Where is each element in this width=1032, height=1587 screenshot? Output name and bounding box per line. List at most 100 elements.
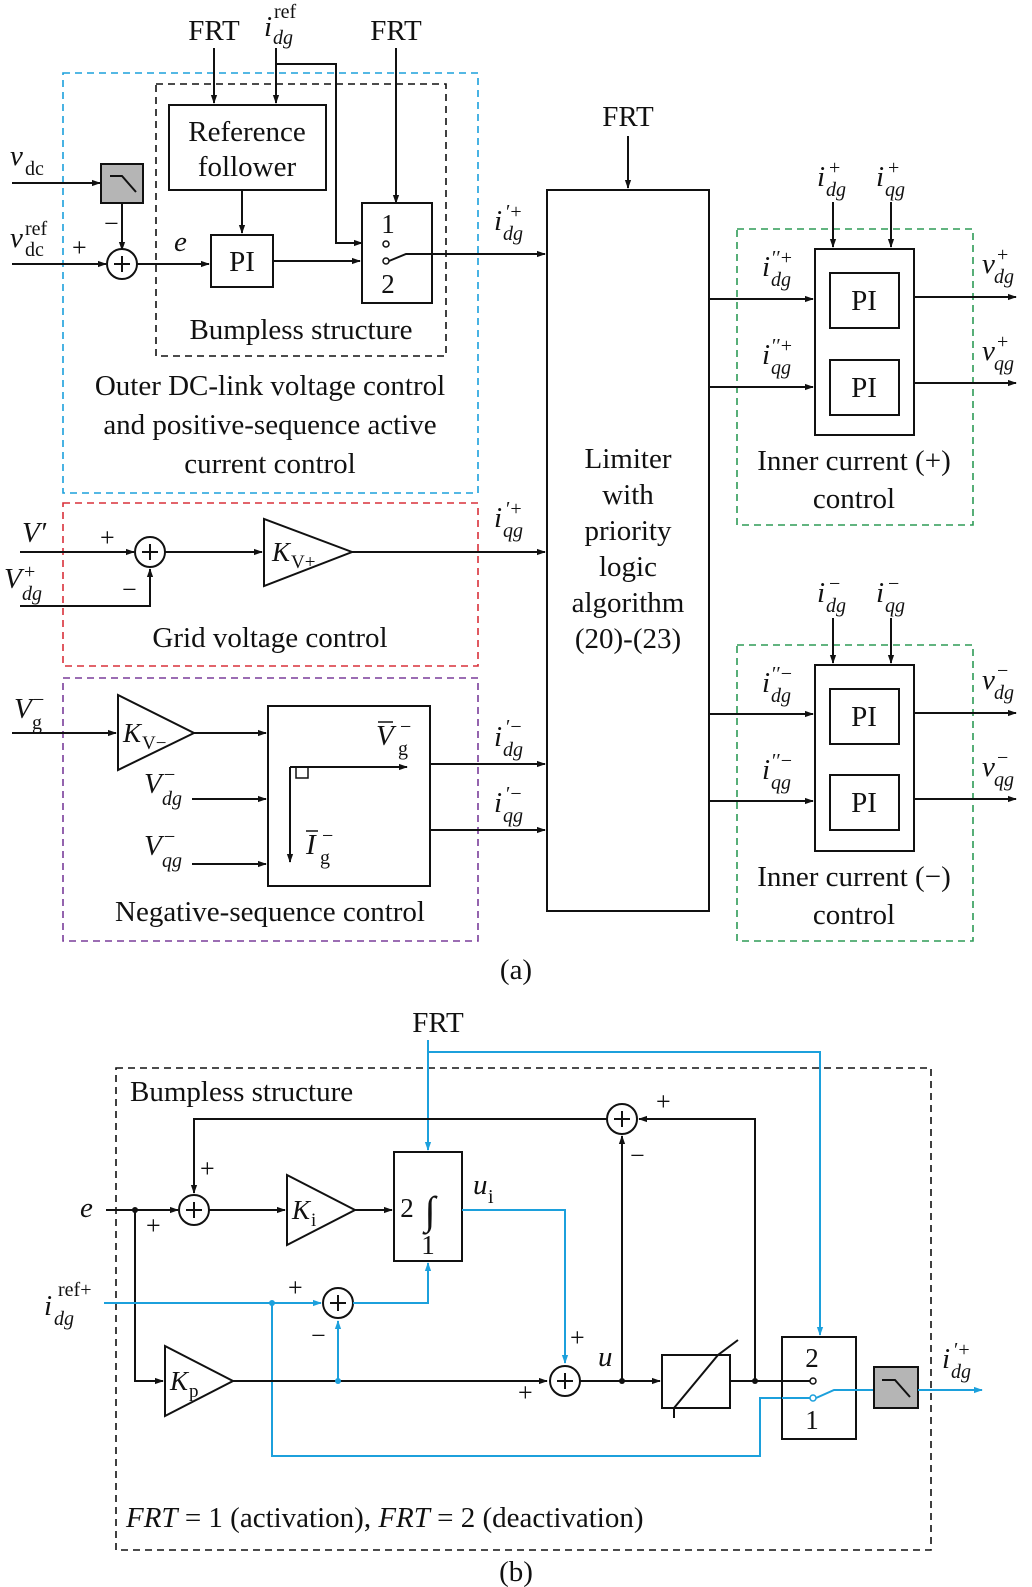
iqg-prime-minus-sup: ′−: [506, 783, 522, 805]
switch-lever: [388, 253, 432, 262]
vdc-filter-block: [100, 163, 144, 204]
filter-icon: [110, 175, 137, 193]
out-vdg-plus-sup: +: [997, 244, 1008, 266]
fb-iqg-minus-label: i: [876, 577, 884, 609]
limiter-block: [546, 189, 710, 912]
footer-frt2: FRT: [377, 1502, 431, 1534]
frt-to-switch: [428, 1051, 824, 1336]
sum2-plus: +: [100, 523, 115, 552]
vbar-label: V: [376, 720, 397, 752]
footer-text1: = 1 (activation),: [178, 1502, 379, 1534]
iref-b-sub: dg: [54, 1308, 74, 1330]
vdg-plus-sub: dg: [22, 583, 42, 605]
out-vdg-plus-label: v: [982, 248, 995, 280]
idg-ref-sub: dg: [273, 27, 293, 49]
out-vdg-minus-sub: dg: [994, 682, 1014, 704]
out-b-sup: ′+: [954, 1339, 970, 1361]
out-b-label: i: [942, 1343, 950, 1375]
diagram-b: Bumpless structure FRT e + + K i 2 ∫ 1 u…: [44, 1007, 983, 1587]
ui-label: u: [473, 1169, 488, 1201]
int-bottom: 1: [421, 1230, 435, 1260]
diagram-a: FRT FRT i dg ref Reference follower PI 1…: [4, 1, 1017, 986]
in-idg-plus-sup: ′′+: [772, 247, 792, 269]
saturation-block: [661, 1354, 731, 1409]
sum-iref-plus: +: [288, 1273, 303, 1302]
inner-neg-caption-line1: Inner current (−): [757, 861, 950, 893]
sum-plus-icon: [142, 544, 158, 560]
pi-neg-q: [829, 774, 900, 831]
switch-b-2: 2: [805, 1343, 819, 1373]
in-idg-minus-sup: ′′−: [772, 663, 792, 685]
outer-caption-line3: current control: [184, 448, 356, 480]
kp-label: K: [169, 1366, 190, 1396]
kv-minus-sub: V−: [142, 733, 166, 754]
vdg-plus-sup: +: [24, 561, 35, 583]
fb-iqg-plus-sub: qg: [885, 179, 905, 201]
out-vqg-minus-label: v: [982, 751, 995, 783]
vdc-label: v: [10, 140, 23, 172]
footer-text2: = 2 (deactivation): [430, 1502, 644, 1534]
limiter-line1: Limiter: [585, 443, 672, 475]
grid-voltage-caption: Grid voltage control: [152, 622, 387, 654]
inner-pos-region: [736, 228, 974, 526]
in-idg-minus-sub: dg: [771, 685, 791, 707]
switch-b-contact-2: [809, 1377, 817, 1385]
sum-top-plus: +: [656, 1087, 671, 1116]
iqg-prime-minus-label: i: [494, 787, 502, 819]
ibar-label: I: [305, 829, 317, 861]
vdc-ref-label: v: [10, 222, 23, 254]
sum-u-plus-left: +: [518, 1378, 533, 1407]
out-vqg-plus-label: v: [982, 335, 995, 367]
vprime-label: V′: [22, 517, 47, 549]
vdc-ref-sup: ref: [25, 218, 48, 240]
out-vqg-minus-sub: qg: [994, 769, 1014, 791]
sum-b1-plus-top: +: [200, 1154, 215, 1183]
bumpless-b-region: [115, 1067, 932, 1551]
int-top: 2: [400, 1193, 414, 1223]
pi-pos-d: [829, 272, 900, 329]
sum-e-plus: +: [146, 1211, 161, 1240]
iref-b-sup: ref+: [58, 1279, 91, 1301]
reference-follower-block: [168, 104, 327, 191]
sum-plus-icon: [330, 1295, 346, 1311]
out-vdg-minus-sup: −: [997, 660, 1008, 682]
kp-sub: p: [189, 1381, 199, 1402]
frt-footer: FRT = 1 (activation), FRT = 2 (deactivat…: [125, 1502, 644, 1534]
vg-minus-label: V: [14, 693, 35, 725]
switch-contact-1: [382, 240, 390, 248]
in-iqg-plus-sup: ′′+: [772, 335, 792, 357]
ki-gain: [286, 1173, 358, 1247]
saturation-icon: [662, 1339, 739, 1409]
vdc-sub: dc: [25, 158, 44, 180]
vbar-sub: g: [398, 738, 408, 760]
ibar-sub: g: [320, 847, 330, 869]
limiter-line4: logic: [599, 551, 657, 583]
fb-idg-minus-label: i: [817, 577, 825, 609]
pi-pos-q: [829, 359, 900, 416]
ibar-sup: −: [322, 825, 333, 847]
in-iqg-plus-label: i: [762, 339, 770, 371]
frt-b-label: FRT: [412, 1007, 464, 1039]
out-vqg-minus-sup: −: [997, 747, 1008, 769]
e-label: e: [174, 226, 187, 258]
switch-b-block: [781, 1336, 857, 1440]
fb-idg-plus-sub: dg: [826, 179, 846, 201]
vdg-minus-sub: dg: [162, 788, 182, 810]
negative-seq-region: [62, 677, 479, 942]
pi-pos-d-label: PI: [851, 285, 877, 317]
frt-limiter-label: FRT: [602, 101, 654, 133]
iqg-prime-plus-sup: ′+: [506, 498, 522, 520]
grid-voltage-region: [62, 502, 479, 667]
idg-prime-plus-sup: ′+: [506, 201, 522, 223]
vdc-ref-sub: dc: [25, 239, 44, 261]
in-iqg-minus-sup: ′′−: [772, 750, 792, 772]
fb-idg-minus-sub: dg: [826, 595, 846, 617]
iqg-prime-plus-label: i: [494, 502, 502, 534]
iqg-prime-minus-sub: qg: [503, 805, 523, 827]
bumpless-region: [155, 83, 447, 357]
iref-to-switch: [276, 63, 363, 247]
fb-idg-plus-sup: +: [829, 157, 840, 179]
out-vdg-minus-label: v: [982, 664, 995, 696]
outer-switch-1: 1: [381, 209, 395, 239]
